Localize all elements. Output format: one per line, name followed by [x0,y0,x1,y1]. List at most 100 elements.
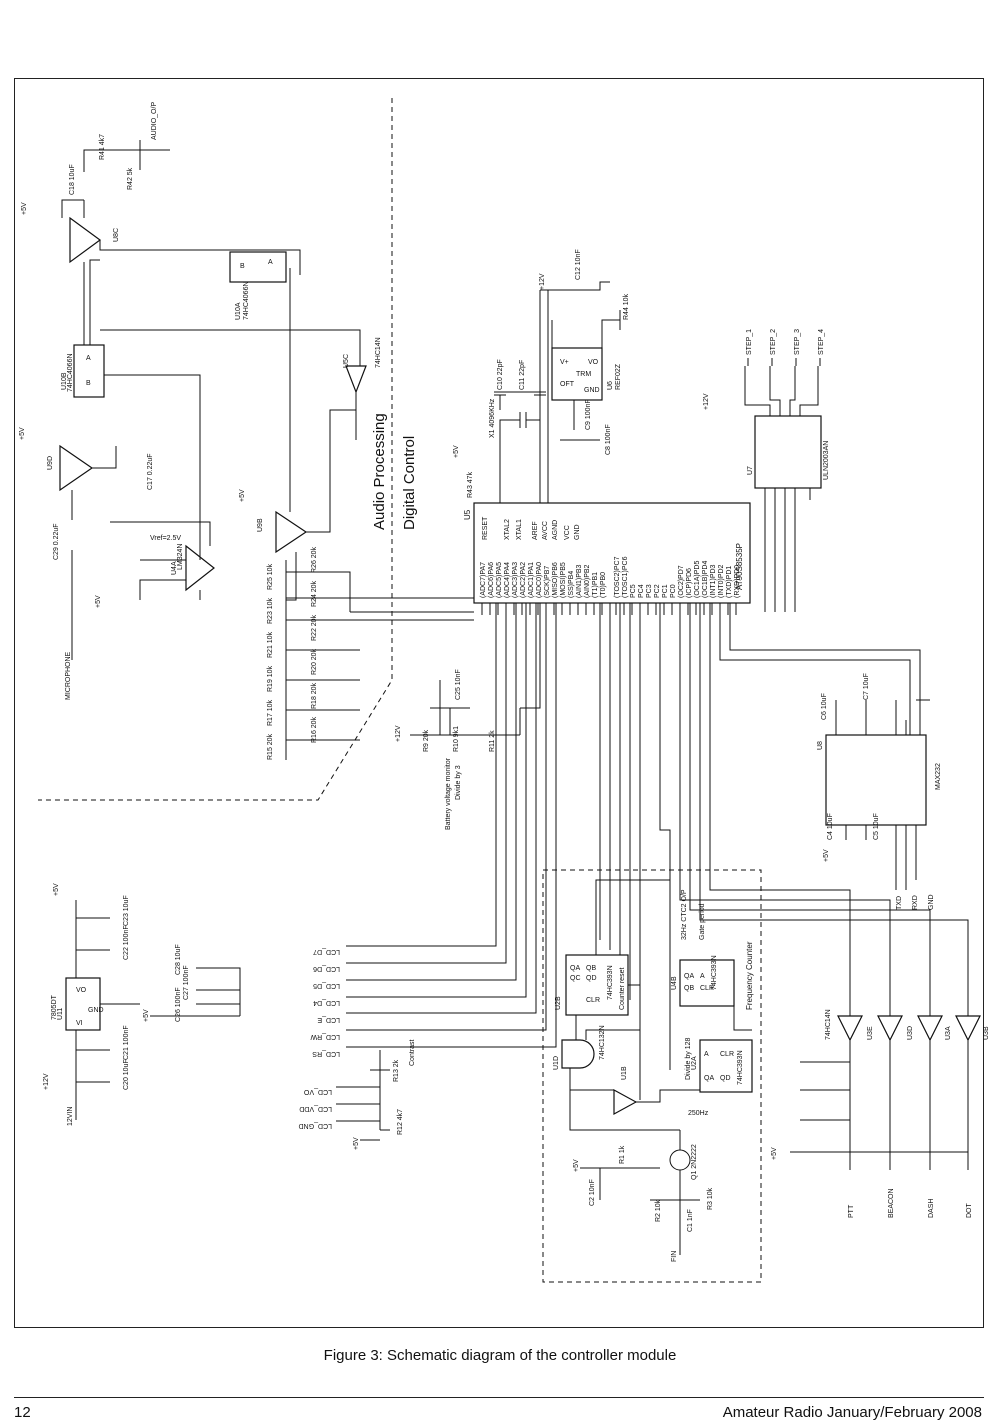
gate-note: Gate period [699,903,706,940]
ladder-r22: R22 20k [311,614,318,641]
step-output-3: STEP_3 [794,329,801,355]
u5-pin-ain1pb3: (AIN1)PB3 [576,564,583,598]
c5-label: C5 10uF [873,813,880,840]
svg-text:A: A [700,973,705,980]
u5-pin-adc4pa4: (ADC4)PA4 [504,562,511,598]
schematic-diagram: Audio Processing Digital Control Frequen… [19,98,990,1283]
r42-label: R42 5k [127,167,134,190]
u5-pin-rxdpd0: (RXD)PD0 [734,565,741,598]
c1-label: C1 1nF [687,1209,694,1232]
ladder-r15: R15 20k [267,733,274,760]
ctc-note: 32Hz CTC2 O/P [681,889,688,940]
c8-label: C8 100nF [605,424,612,455]
u5-pin-reset: RESET [482,516,489,540]
u11-label: U11 [57,1008,64,1020]
u5-pin-t0pb0: (T0)PB0 [600,572,607,598]
u5-label: U5 [463,509,472,520]
keying-output-dash: DASH [928,1199,935,1218]
page-number: 12 [14,1404,31,1421]
u5-pin-pc0: PC0 [670,584,677,598]
u6-part: REF02Z [615,363,622,390]
u5-pin-pc4: PC4 [638,584,645,598]
step-output-2: STEP_2 [770,329,777,355]
keying-output-ptt: PTT [848,1204,855,1218]
supply-12v-3: +12V [395,725,402,742]
c4-label: C4 10uF [827,813,834,840]
u1b-label: U1B [621,1066,628,1080]
supply-5v-10: +5V [771,1147,778,1160]
u5-pin-oc1apd5: (OC1A)PD5 [694,561,701,598]
u5-pin-adc0pa0: (ADC0)PA0 [536,562,543,598]
svg-text:QD: QD [720,1075,731,1082]
u5-pin-aref: AREF [532,521,539,540]
ladder-r19: R19 10k [267,665,274,692]
c10-label: C10 22pF [497,359,504,390]
r44-label: R44 10k [623,293,630,320]
u1d-part: 74HC132N [599,1025,606,1060]
supply-12v-4: +12V [43,1073,50,1090]
svg-text:QB: QB [586,965,596,972]
u5-pin-xtal1: XTAL1 [516,519,523,540]
serial-txd: TXD [896,896,903,910]
x1-label: X1 4096KHz [489,398,496,438]
svg-text:VO: VO [588,359,599,366]
svg-text:VI: VI [76,1020,83,1027]
lcd-signal-lcd_e: LCD_E [317,1016,340,1023]
u5-microcontroller: U5 AT90S8535P (ADC7)PA7(ADC6)PA6(ADC5)PA… [463,502,751,615]
vref-note: Vref=2.5V [150,535,181,542]
u5-pin-oc1bpd4: (OC1B)PD4 [702,561,709,598]
u7-label: U7 [747,466,754,475]
lcd-signal-lcd_rs: LCD_RS [312,1050,340,1057]
c25-label: C25 10nF [455,669,462,700]
svg-text:OFT: OFT [560,381,575,388]
r2-label: R2 10k [655,1199,662,1222]
u5-pin-pc3: PC3 [646,584,653,598]
u5-pin-vcc: VCC [564,525,571,540]
svg-text:GND: GND [584,387,600,394]
c23-label: C23 10uF [123,895,130,926]
lcd-power-lcd_vdd: LCD_VDD [299,1105,332,1112]
u4b-part: 74HC393N [711,955,718,990]
svg-text:QC: QC [570,975,581,982]
r43-label: R43 47k [467,471,474,498]
u5-pin-pc5: PC5 [630,584,637,598]
keying-output-dot: DOT [966,1203,973,1219]
u9b-label: U9B [257,518,264,532]
svg-text:QA: QA [684,973,694,980]
supply-5v-4: +5V [95,595,102,608]
output-buffers: U3E 74HC14N U3D U3A U3B [790,990,990,1170]
c9-label: C9 100nF [585,399,592,430]
c21-label: C21 100nF [123,1025,130,1060]
u5-pin-tosc2pc7: (TOSC2)PC7 [614,556,621,598]
u5-pin-adc5pa5: (ADC5)PA5 [496,562,503,598]
u6-label: U6 [607,381,614,390]
fin-label: FIN [671,1251,678,1262]
audio-digital-divider [38,98,393,801]
supply-5v-11: +5V [823,849,830,862]
u9d-label: U9D [47,456,54,470]
publication-footer: Amateur Radio January/February 2008 [722,1404,982,1421]
svg-text:CLR: CLR [586,997,600,1004]
lcd-signal-lcd_d7: LCD_D7 [313,948,340,955]
r13-label: R13 2k [393,1059,400,1082]
u3e-part: 74HC14N [825,1009,832,1040]
c27-label: C27 100nF [183,965,190,1000]
u7-part: ULN2003AN [823,441,830,480]
u5-pin-adc2pa2: (ADC2)PA2 [520,562,527,598]
u5-pin-ain0pb2: (AIN0)PB2 [584,564,591,598]
svg-text:B: B [240,263,245,270]
svg-text:CLR: CLR [700,985,714,992]
r10-label: R10 9k1 [453,726,460,752]
lcd-connector: LCD_D7LCD_D6LCD_D5LCD_D4LCD_ELCD_RWLCD_R… [310,948,340,1057]
divide3-note: Divide by 3 [455,765,462,800]
supply-5v-3: +5V [239,489,246,502]
c20-label: C20 10uF [123,1059,130,1090]
u5-pin-pc2: PC2 [654,584,661,598]
c22-label: C22 100nF [123,925,130,960]
c12-label: C12 10nF [575,249,582,280]
c17-label: C17 0.22uF [147,453,154,490]
